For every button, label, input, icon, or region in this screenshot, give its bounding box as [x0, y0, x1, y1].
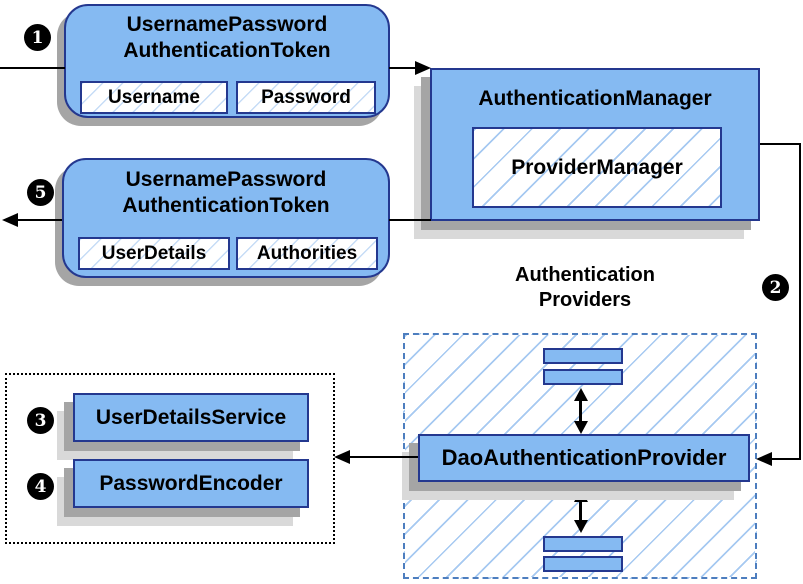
authorities-field-label: Authorities: [256, 242, 358, 264]
outgoing-response-line: [16, 219, 62, 221]
double-arrow-down-icon: [574, 421, 588, 434]
user-details-field-label: UserDetails: [101, 242, 207, 264]
double-arrow-up-icon: [574, 388, 588, 401]
manager-to-provider-arrow-icon: [756, 452, 772, 466]
incoming-request-line: [0, 67, 65, 69]
outgoing-response-arrow-icon: [2, 213, 18, 227]
authentication-providers-heading: Authentication Providers: [440, 263, 730, 313]
request-token-title-line2: AuthenticationToken: [123, 39, 331, 62]
provider-to-collaborators-line: [349, 456, 418, 458]
password-encoder-label: PasswordEncoder: [99, 471, 283, 495]
provider-stack-bar: [543, 348, 623, 364]
token-to-manager-line: [389, 67, 417, 69]
provider-to-collaborators-arrow-icon: [334, 450, 350, 464]
step-5-badge: 5: [27, 179, 54, 206]
response-token-title-line1: UsernamePassword: [125, 168, 327, 191]
username-field-box: Username: [80, 81, 228, 114]
password-encoder-box: PasswordEncoder: [73, 459, 309, 508]
provider-manager-label: ProviderManager: [511, 155, 683, 179]
response-token-box: UsernamePassword AuthenticationToken Use…: [62, 158, 390, 278]
double-arrow-shaft: [579, 399, 582, 423]
dao-authentication-provider-label: DaoAuthenticationProvider: [441, 445, 727, 470]
dao-authentication-provider-box: DaoAuthenticationProvider: [418, 434, 750, 482]
authentication-providers-heading-line2: Providers: [538, 289, 632, 311]
step-1-number: 1: [31, 27, 44, 48]
step-5-number: 5: [34, 182, 47, 203]
token-to-manager-arrow-icon: [415, 61, 431, 75]
provider-manager-box: ProviderManager: [472, 127, 722, 208]
authentication-manager-box: AuthenticationManager ProviderManager: [430, 68, 760, 221]
step-3-number: 3: [34, 410, 47, 431]
authentication-manager-label: AuthenticationManager: [478, 87, 712, 110]
username-field-label: Username: [108, 86, 200, 108]
request-token-title-line1: UsernamePassword: [126, 13, 328, 36]
step-4-number: 4: [34, 476, 47, 497]
manager-to-provider-line-bottom: [771, 458, 801, 460]
password-field-label: Password: [261, 86, 351, 108]
user-details-field-box: UserDetails: [78, 237, 230, 270]
user-details-service-box: UserDetailsService: [73, 393, 309, 442]
provider-stack-bar: [543, 536, 623, 552]
user-details-service-label: UserDetailsService: [95, 405, 287, 429]
step-2-badge: 2: [762, 274, 789, 301]
double-arrow-up-icon: [574, 489, 588, 502]
step-3-badge: 3: [27, 407, 54, 434]
manager-to-token-line: [389, 219, 431, 221]
provider-stack-bar: [543, 556, 623, 572]
manager-to-provider-line-top: [760, 143, 801, 145]
request-token-box: UsernamePassword AuthenticationToken Use…: [64, 4, 390, 118]
password-field-box: Password: [236, 81, 376, 114]
step-2-number: 2: [769, 277, 782, 298]
response-token-title-line2: AuthenticationToken: [122, 194, 330, 217]
manager-to-provider-line-vertical: [799, 143, 801, 460]
double-arrow-down-icon: [574, 520, 588, 533]
step-1-badge: 1: [24, 24, 51, 51]
double-arrow-shaft: [579, 500, 582, 522]
step-4-badge: 4: [27, 473, 54, 500]
authentication-providers-heading-line1: Authentication: [515, 264, 655, 286]
authorities-field-box: Authorities: [236, 237, 378, 270]
provider-stack-bar: [543, 369, 623, 385]
